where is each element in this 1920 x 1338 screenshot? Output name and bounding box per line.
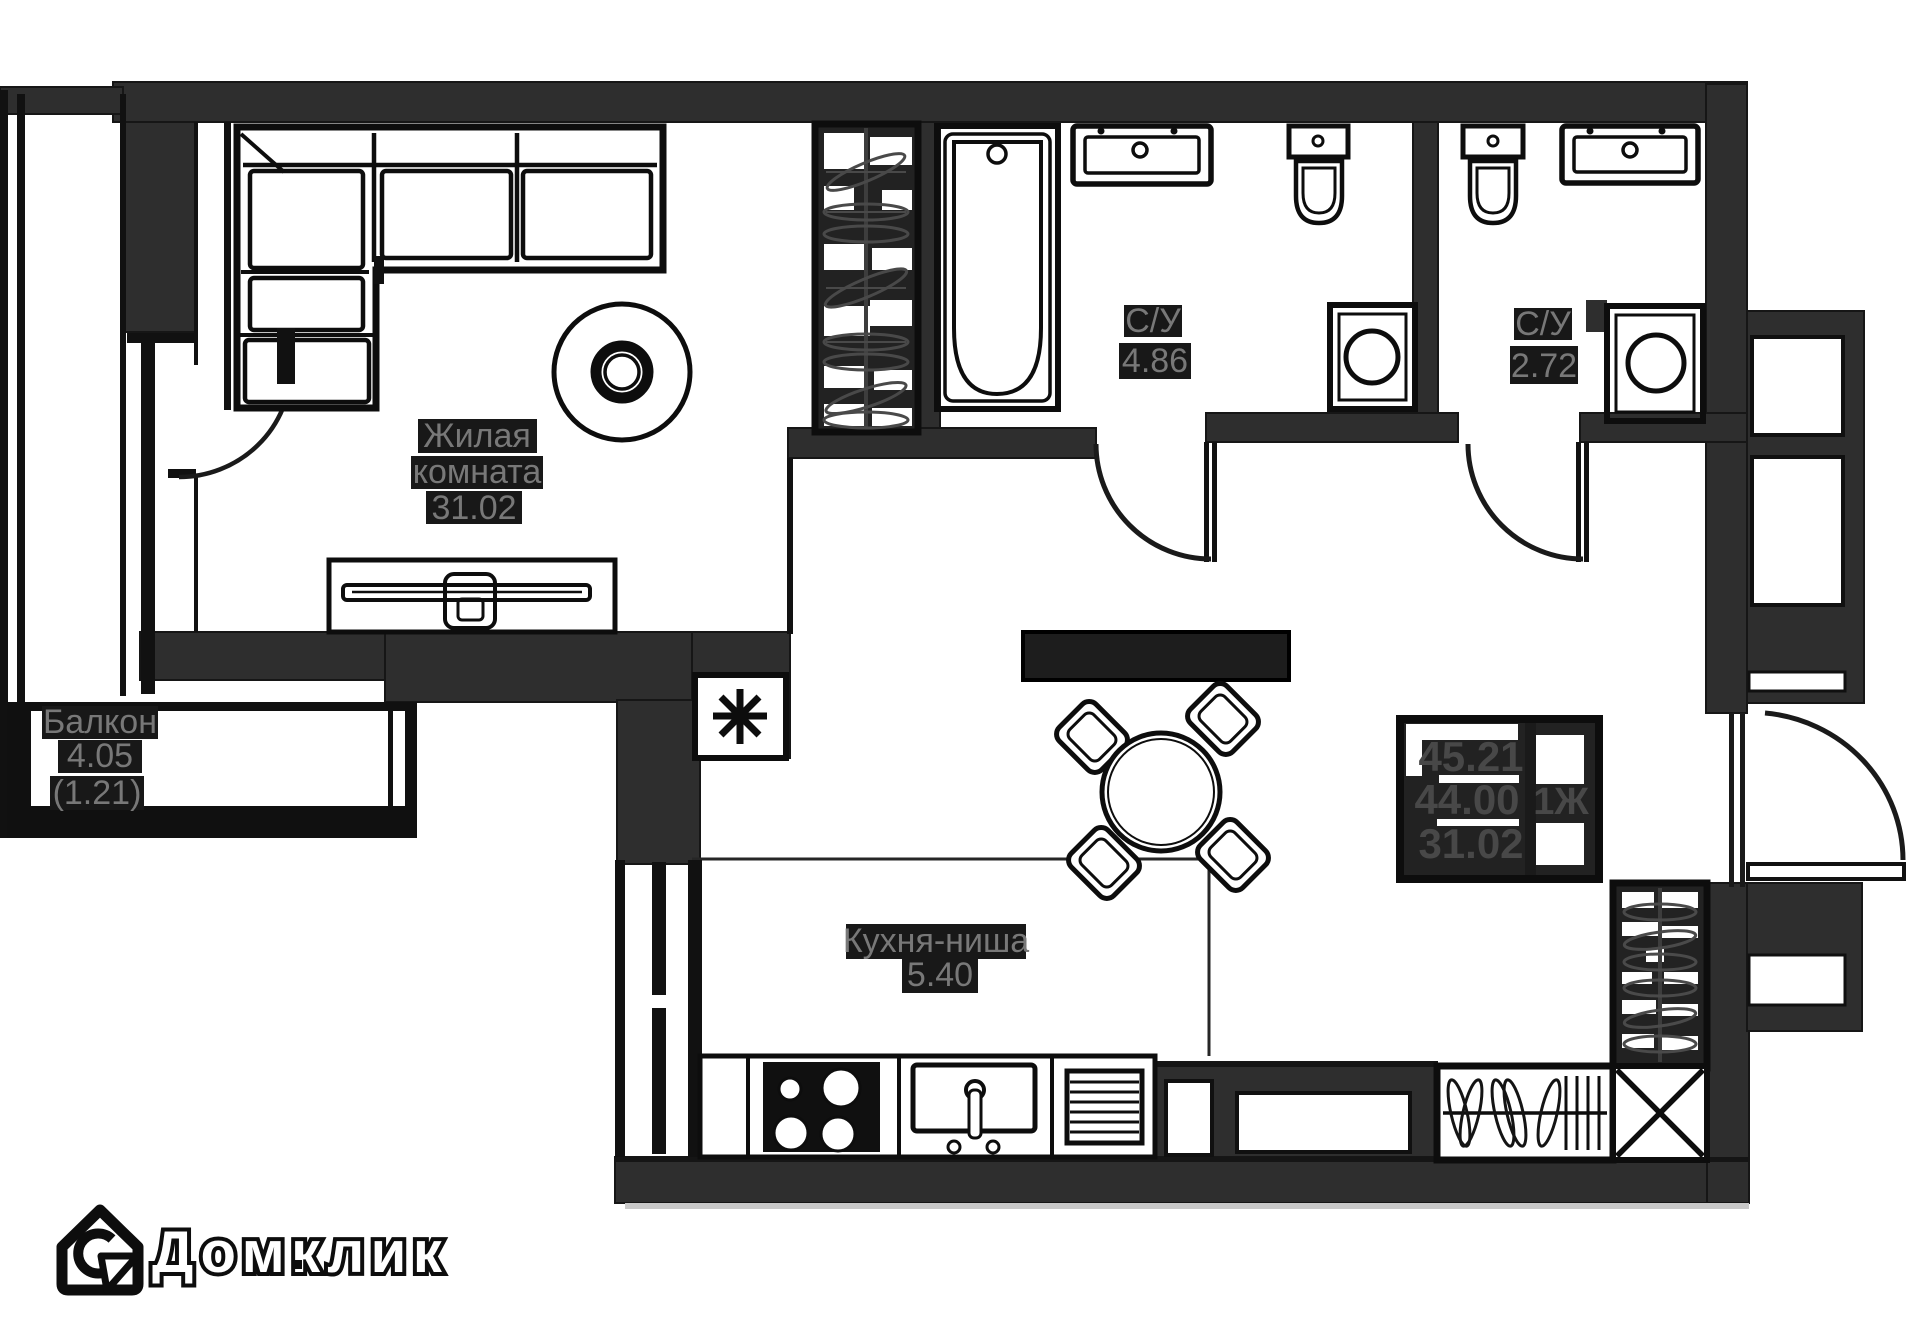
svg-text:4.86: 4.86 bbox=[1122, 342, 1188, 380]
svg-text:Жилая: Жилая bbox=[423, 417, 531, 455]
svg-text:2.72: 2.72 bbox=[1511, 347, 1577, 385]
svg-text:Кухня-ниша: Кухня-ниша bbox=[843, 922, 1029, 960]
svg-text:С/У: С/У bbox=[1125, 302, 1181, 340]
svg-text:31.02: 31.02 bbox=[431, 489, 516, 527]
svg-text:4.05: 4.05 bbox=[67, 737, 133, 775]
svg-text:1Ж: 1Ж bbox=[1533, 781, 1589, 823]
svg-text:С/У: С/У bbox=[1515, 305, 1571, 343]
svg-text:Балкон: Балкон bbox=[43, 703, 157, 741]
svg-text:комната: комната bbox=[413, 453, 542, 491]
svg-text:Домклик: Домклик bbox=[152, 1220, 448, 1285]
svg-text:5.40: 5.40 bbox=[907, 956, 973, 994]
svg-text:(1.21): (1.21) bbox=[53, 774, 142, 812]
svg-text:45.21: 45.21 bbox=[1418, 733, 1523, 780]
svg-text:31.02: 31.02 bbox=[1418, 820, 1523, 867]
svg-text:44.00: 44.00 bbox=[1414, 776, 1519, 823]
